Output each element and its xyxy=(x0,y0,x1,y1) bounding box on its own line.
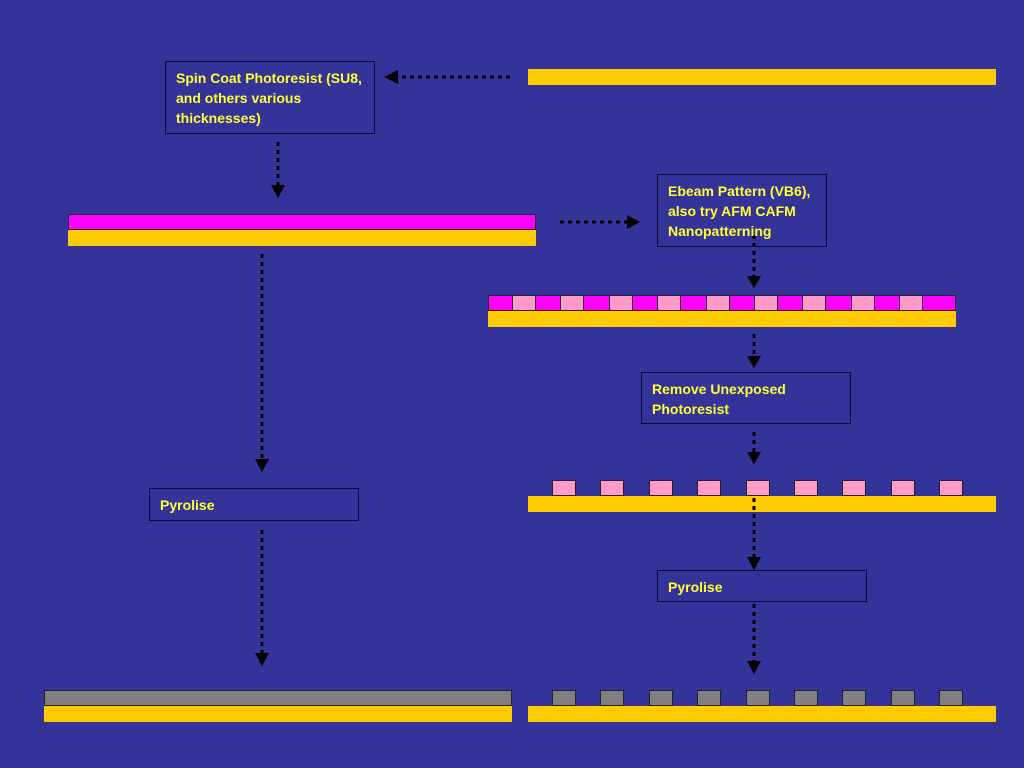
pyrolised-film-substrate xyxy=(44,706,512,722)
carbon-film-layer xyxy=(44,690,512,706)
bare-substrate xyxy=(528,69,996,85)
pyrolised-pattern-substrate xyxy=(528,706,996,722)
developed-resist-block xyxy=(794,480,818,496)
developed-resist-block xyxy=(697,480,722,496)
exposed-resist-block xyxy=(850,295,875,311)
exposed-resist-block xyxy=(802,295,827,311)
exposed-resist-block xyxy=(657,295,682,311)
carbon-structure-block xyxy=(890,690,915,706)
arrowhead-ebeam-right xyxy=(627,215,640,229)
exposed-resist-block xyxy=(608,295,633,311)
carbon-structure-block xyxy=(842,690,867,706)
arrowhead-ebeam-down xyxy=(747,276,761,288)
exposed-resist-block xyxy=(705,295,730,311)
exposed-resist-block xyxy=(512,295,536,311)
arrowhead-pyrolise-left-down xyxy=(255,653,269,666)
developed-substrate xyxy=(528,496,996,512)
pyrolise-right-label: Pyrolise xyxy=(657,570,867,602)
arrowhead-remove-in xyxy=(747,356,761,368)
arrowhead-spin-down xyxy=(271,185,285,198)
coated-substrate xyxy=(68,230,536,246)
arrowhead-remove-down xyxy=(747,452,761,464)
arrowhead-pyrolise-left-in xyxy=(255,459,269,472)
exposed-resist-block xyxy=(754,295,778,311)
pyrolise-left-label: Pyrolise xyxy=(149,488,359,521)
developed-resist-block xyxy=(600,480,625,496)
carbon-structure-block xyxy=(745,690,770,706)
carbon-structure-block xyxy=(794,690,818,706)
developed-resist-block xyxy=(939,480,964,496)
carbon-structure-block xyxy=(939,690,964,706)
remove-unexposed-label: Remove Unexposed Photoresist xyxy=(641,372,851,424)
arrowhead-left xyxy=(384,70,398,84)
carbon-structure-block xyxy=(600,690,625,706)
patterned-substrate xyxy=(488,311,956,327)
carbon-structure-block xyxy=(648,690,673,706)
ebeam-label: Ebeam Pattern (VB6), also try AFM CAFM N… xyxy=(657,174,827,247)
developed-resist-block xyxy=(648,480,673,496)
developed-resist-block xyxy=(842,480,867,496)
spin-coat-label: Spin Coat Photoresist (SU8, and others v… xyxy=(165,61,375,134)
developed-resist-block xyxy=(745,480,770,496)
developed-resist-block xyxy=(890,480,915,496)
exposed-resist-block xyxy=(560,295,585,311)
exposed-resist-block xyxy=(899,295,924,311)
arrowhead-pyrolise-right-in xyxy=(747,557,761,570)
carbon-structure-block xyxy=(552,690,576,706)
arrowhead-pyrolise-right-down xyxy=(747,661,761,674)
photoresist-layer xyxy=(68,214,536,230)
developed-resist-block xyxy=(552,480,576,496)
carbon-structure-block xyxy=(697,690,722,706)
